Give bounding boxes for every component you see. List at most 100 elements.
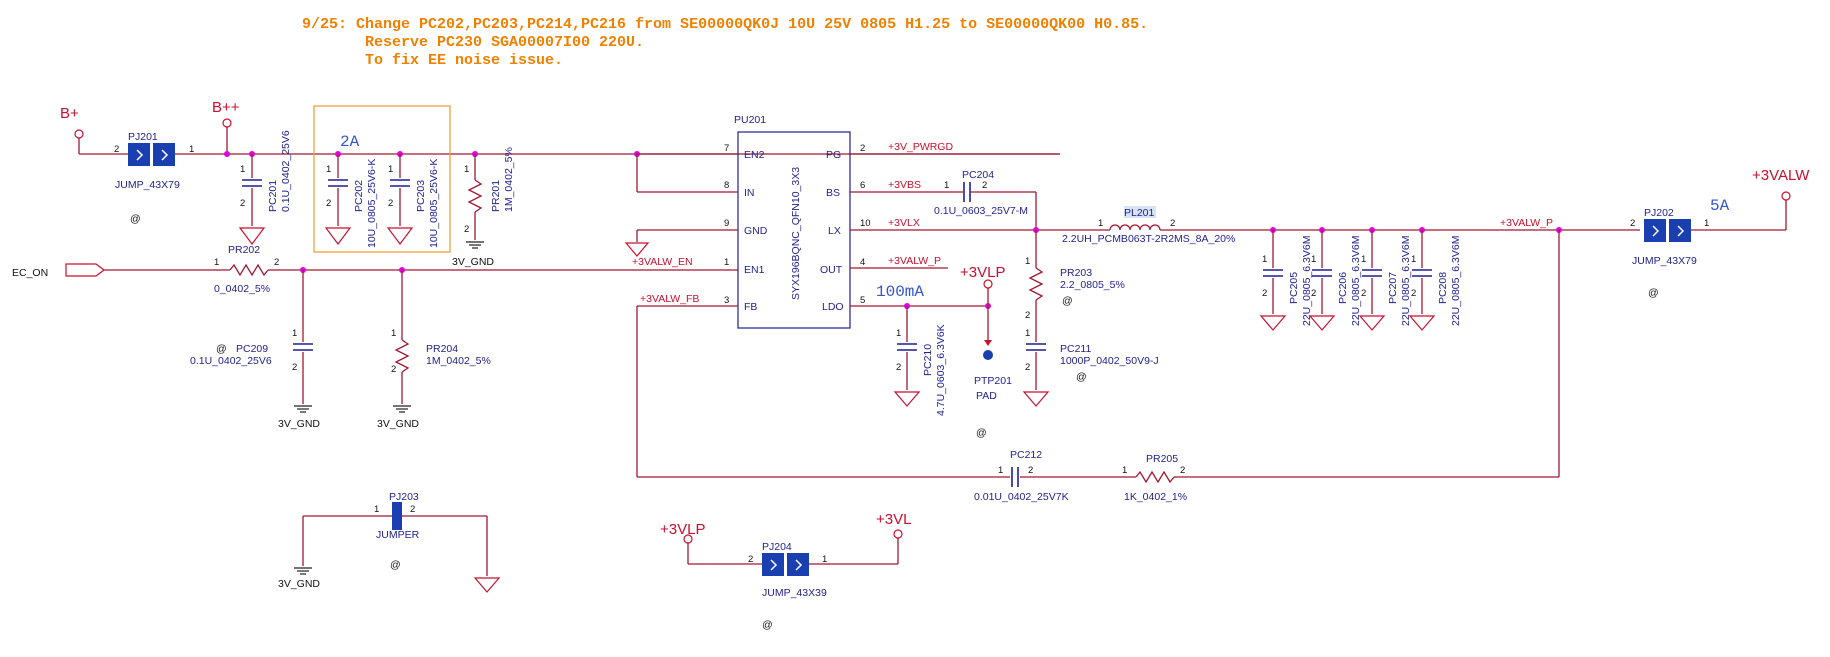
svg-text:2: 2 — [982, 180, 987, 191]
svg-text:8: 8 — [724, 180, 729, 191]
pwrgd-label: +3V_PWRGD — [888, 141, 953, 153]
current-5a: 5A — [1710, 197, 1730, 215]
svg-text:1: 1 — [896, 328, 901, 339]
vlp2-label: +3VLP — [660, 521, 705, 538]
pj201-pin1: 1 — [189, 144, 194, 155]
svg-text:4: 4 — [860, 257, 865, 268]
ic-pin-gnd: 9 GND — [724, 218, 768, 237]
svg-text:EN1: EN1 — [744, 264, 765, 276]
pc211-ref: PC211 — [1060, 343, 1091, 355]
ec-on-label: EC_ON — [12, 267, 48, 279]
ic-pin-ldo: 5 LDO — [822, 295, 865, 313]
svg-text:5: 5 — [860, 295, 865, 306]
ic-pin-lx: 10 LX — [828, 218, 871, 237]
pr203-resistor: 1 2 PR203 2.2_0805_5% @ — [1025, 230, 1125, 342]
ic-gnd-symbol — [624, 242, 650, 257]
pj204-at: @ — [762, 619, 773, 631]
pc209-value: 0.1U_0402_25V6 — [190, 355, 272, 367]
pr202-value: 0_0402_5% — [214, 283, 270, 295]
pc209-ref: PC209 — [236, 343, 268, 355]
valw-p-out-label: +3VALW_P — [888, 255, 941, 267]
pr203-at: @ — [1062, 295, 1073, 307]
pc210-value: 4.7U_0603_6.3V6K — [935, 324, 947, 416]
pc205-capacitor: 1 2 PC205 22U_0805_6.3V6M — [1259, 230, 1313, 331]
pr202-resistor: 1 2 PR202 0_0402_5% — [214, 244, 279, 295]
svg-text:1: 1 — [464, 164, 469, 175]
svg-text:2: 2 — [1180, 465, 1185, 476]
pc209-at: @ — [216, 343, 227, 355]
ic-pin-en2: 7 EN2 — [724, 143, 765, 161]
pj201-ref: PJ201 — [128, 131, 158, 143]
pc210-capacitor: 1 2 PC210 4.7U_0603_6.3V6K — [893, 306, 947, 416]
svg-text:7: 7 — [724, 143, 729, 154]
svg-text:BS: BS — [826, 187, 840, 199]
input-section: B+ PJ201 2 1 JUMP_43X79 @ B++ — [60, 99, 1060, 253]
pc209-capacitor: 1 2 @ PC209 0.1U_0402_25V6 3V_GND — [190, 270, 320, 430]
svg-text:2: 2 — [1630, 218, 1635, 229]
svg-text:2: 2 — [1028, 465, 1033, 476]
valw-en-label: +3VALW_EN — [632, 256, 693, 268]
pj204-value: JUMP_43X39 — [762, 587, 827, 599]
pc207-value: 22U_0805_6.3V6M — [1400, 236, 1412, 327]
svg-text:GND: GND — [744, 225, 768, 237]
ec-on-port — [65, 263, 105, 277]
svg-text:1: 1 — [944, 180, 949, 191]
svg-text:IN: IN — [744, 187, 755, 199]
vlx-label: +3VLX — [888, 217, 920, 229]
svg-text:10: 10 — [860, 218, 871, 229]
ic-ref: PU201 — [734, 114, 766, 126]
pc212-value: 0.01U_0402_25V7K — [974, 491, 1069, 503]
pc210-ref: PC210 — [922, 344, 934, 376]
pr202-ref: PR202 — [228, 244, 260, 256]
svg-text:2: 2 — [464, 224, 469, 235]
ic-pin-pg: 2 PG — [826, 143, 865, 161]
svg-text:2: 2 — [748, 554, 753, 565]
pc212-ref: PC212 — [1010, 449, 1042, 461]
pc211-value: 1000P_0402_50V9-J — [1060, 355, 1159, 367]
svg-text:1: 1 — [391, 328, 396, 339]
ic-pin-en1: 1 EN1 — [724, 257, 765, 276]
svg-text:OUT: OUT — [820, 264, 843, 276]
svg-text:1: 1 — [326, 164, 331, 175]
svg-text:2: 2 — [410, 504, 415, 515]
pc207-ref: PC207 — [1387, 272, 1399, 304]
pj202-value: JUMP_43X79 — [1632, 255, 1697, 267]
pj203-at: @ — [390, 559, 401, 571]
pc205-ref: PC205 — [1288, 272, 1300, 304]
pc203-value: 10U_0805_25V6-K — [428, 159, 440, 248]
enable-section: EC_ON 1 2 PR202 0_0402_5% 3V_GND +3VALW_… — [12, 244, 738, 430]
svg-text:2: 2 — [896, 362, 901, 373]
svg-text:2: 2 — [240, 198, 245, 209]
pr201-resistor: 1 2 PR201 1M_0402_5% — [464, 147, 515, 249]
ic-pu201: PU201 SYX196BQNC_QFN10_3X3 7 EN2 8 IN 9 … — [724, 114, 871, 329]
svg-text:2: 2 — [391, 364, 396, 375]
ptp201-value: PAD — [976, 390, 997, 402]
gnd-net-label: 3V_GND — [452, 256, 494, 268]
svg-text:1: 1 — [374, 504, 379, 515]
svg-text:2: 2 — [1311, 288, 1316, 299]
ic-pin-fb: 3 FB — [724, 295, 757, 313]
svg-text:2: 2 — [1361, 288, 1366, 299]
pj203-ref: PJ203 — [389, 491, 419, 503]
pc212-capacitor: 1 2 PC212 0.01U_0402_25V7K — [974, 449, 1069, 503]
b-plus-terminal — [74, 129, 84, 139]
svg-text:2: 2 — [1025, 362, 1030, 373]
svg-text:1: 1 — [1411, 254, 1416, 265]
pj202-jumper: PJ202 2 1 JUMP_43X79 @ — [1630, 207, 1709, 299]
pc204-capacitor: 1 2 PC204 0.1U_0603_25V7-M — [934, 169, 1036, 217]
svg-text:LDO: LDO — [822, 301, 844, 313]
pc208-value: 22U_0805_6.3V6M — [1450, 236, 1462, 327]
pc209-gnd-label: 3V_GND — [278, 418, 320, 430]
pc208-ref: PC208 — [1437, 272, 1449, 304]
svg-text:1: 1 — [1025, 256, 1030, 267]
pc203-capacitor: 1 2 PC203 10U_0805_25V6-K — [386, 154, 440, 248]
pc201-ref: PC201 — [267, 180, 279, 212]
pj201-pin2: 2 — [114, 144, 119, 155]
b-plus-label: B+ — [60, 105, 79, 122]
highlight-box — [313, 105, 451, 253]
valw-terminal — [1781, 191, 1791, 201]
svg-text:EN2: EN2 — [744, 149, 765, 161]
svg-text:1: 1 — [1122, 465, 1127, 476]
pc201-capacitor: 1 2 PC201 0.1U_0402_25V6 — [238, 130, 292, 245]
pr201-value: 1M_0402_5% — [503, 147, 515, 212]
